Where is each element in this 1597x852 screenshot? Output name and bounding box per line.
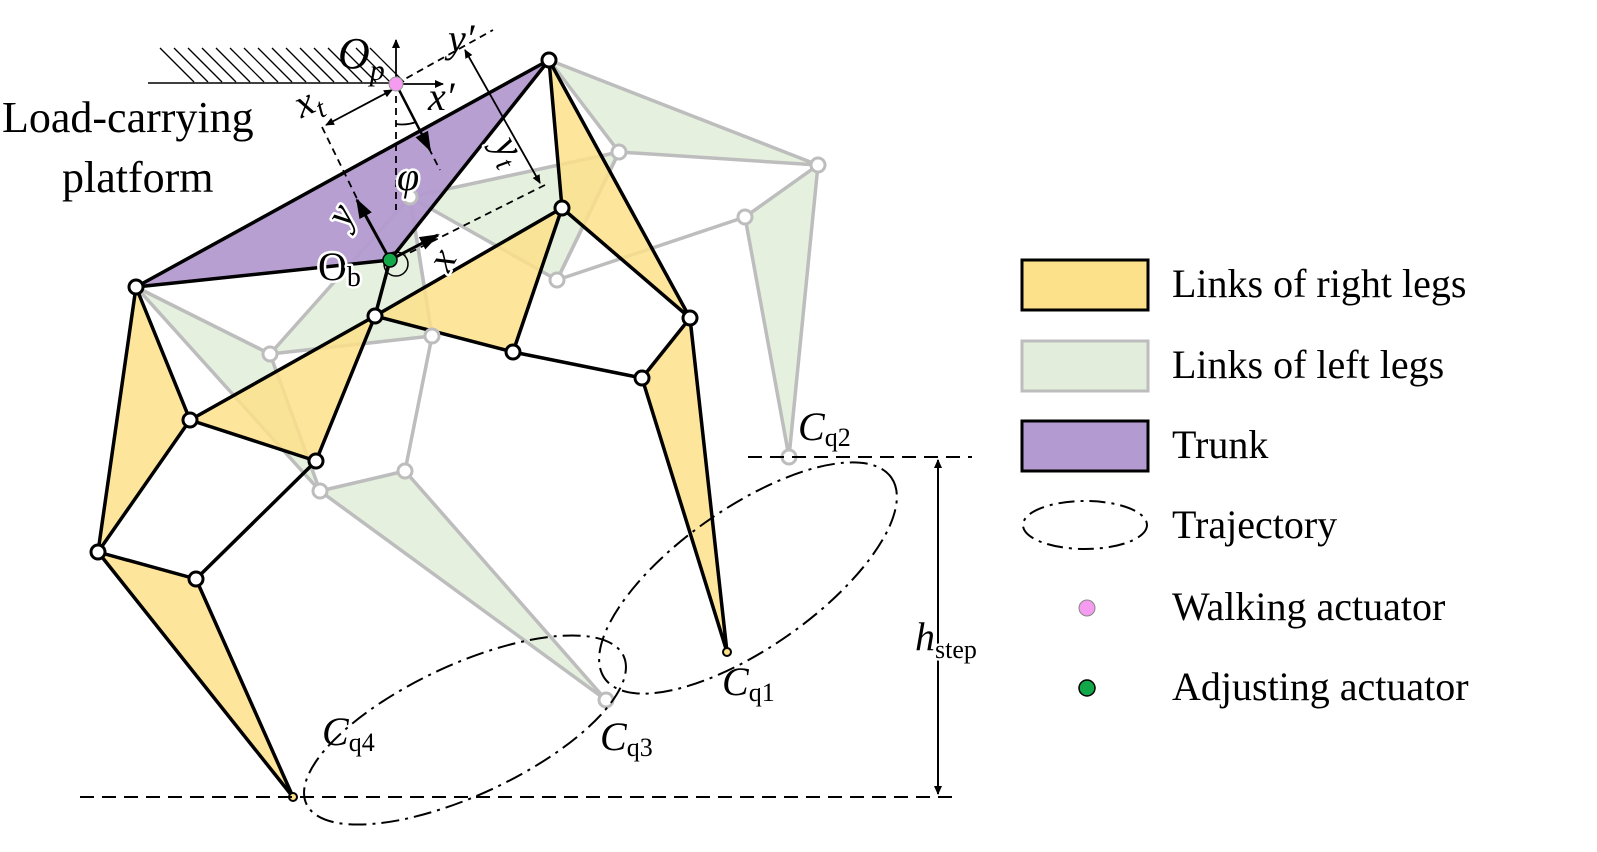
trajectory-front	[598, 461, 898, 695]
right-leg-link	[96, 285, 192, 554]
joint	[366, 307, 384, 325]
svg-text:hstep: hstep	[915, 614, 977, 664]
cq3-label: C	[600, 714, 628, 759]
joint	[307, 452, 325, 470]
legend-walking-actuator: Walking actuator	[1172, 584, 1445, 629]
joint	[181, 411, 199, 429]
walking-actuator	[388, 76, 404, 92]
joint	[396, 462, 414, 480]
joint	[127, 278, 145, 296]
legend-swatch-left-legs	[1020, 339, 1150, 393]
x-prime-label: x′	[427, 74, 456, 119]
right-leg-link	[96, 550, 295, 799]
legend-swatch-trunk	[1020, 419, 1150, 473]
svg-text:Cq2: Cq2	[798, 404, 851, 452]
joint	[540, 51, 558, 69]
platform-label: Load-carrying	[2, 93, 254, 142]
right-legs	[96, 58, 729, 799]
fixed-ground-hatch	[148, 47, 405, 84]
phi-label: φ	[397, 154, 419, 199]
legend-right-legs: Links of right legs	[1172, 261, 1466, 306]
h-step-label: h	[915, 614, 935, 659]
op-label: O	[338, 29, 370, 78]
joint	[633, 369, 651, 387]
right-leg-link	[188, 314, 377, 463]
cq4-label: C	[322, 709, 350, 754]
svg-text:Cq3: Cq3	[600, 714, 653, 762]
right-leg-link	[547, 58, 692, 320]
joint	[597, 691, 615, 709]
legend-walking-actuator-icon	[1078, 599, 1096, 617]
legend-trajectory: Trajectory	[1172, 502, 1337, 547]
legend: Links of right legs Links of left legs T…	[1020, 258, 1469, 709]
legend-adjusting-actuator-icon	[1078, 679, 1096, 697]
svg-text:Op: Op	[338, 29, 385, 87]
right-leg-link	[373, 206, 564, 354]
joint	[187, 570, 205, 588]
legend-swatch-trajectory	[1022, 500, 1148, 550]
svg-text:Ob: Ob	[318, 244, 361, 293]
left-leg-link	[547, 58, 820, 167]
joint	[681, 309, 699, 327]
joint	[553, 199, 571, 217]
left-leg-link	[743, 163, 820, 459]
cq2-label: C	[798, 404, 826, 449]
joint	[504, 343, 522, 361]
joint	[401, 188, 419, 206]
joint	[423, 327, 441, 345]
joint	[311, 482, 329, 500]
svg-text:Cq4: Cq4	[322, 709, 375, 757]
cq1-label: C	[722, 659, 750, 704]
legend-trunk: Trunk	[1172, 422, 1268, 467]
joint	[548, 271, 566, 289]
x-label: x	[417, 240, 465, 279]
legend-adjusting-actuator: Adjusting actuator	[1172, 664, 1469, 709]
legend-left-legs: Links of left legs	[1172, 342, 1444, 387]
left-leg-link	[318, 469, 608, 702]
legend-swatch-right-legs	[1020, 258, 1150, 312]
joint	[809, 156, 827, 174]
left-leg-joints	[261, 143, 827, 709]
joint	[89, 543, 107, 561]
platform-label-2: platform	[62, 153, 214, 202]
joint	[261, 345, 279, 363]
foot-trajectories	[303, 461, 898, 826]
trajectory-rear	[303, 634, 627, 826]
svg-text:Cq1: Cq1	[722, 659, 775, 707]
adjusting-actuator	[382, 252, 398, 268]
step-height-dimension	[80, 456, 972, 798]
joint	[610, 143, 628, 161]
right-leg-joints	[89, 51, 732, 802]
ob-label: O	[318, 244, 347, 289]
y-prime-label: y′	[444, 16, 476, 61]
right-leg-link	[640, 316, 729, 654]
joint	[736, 208, 754, 226]
foot-point	[722, 647, 732, 657]
